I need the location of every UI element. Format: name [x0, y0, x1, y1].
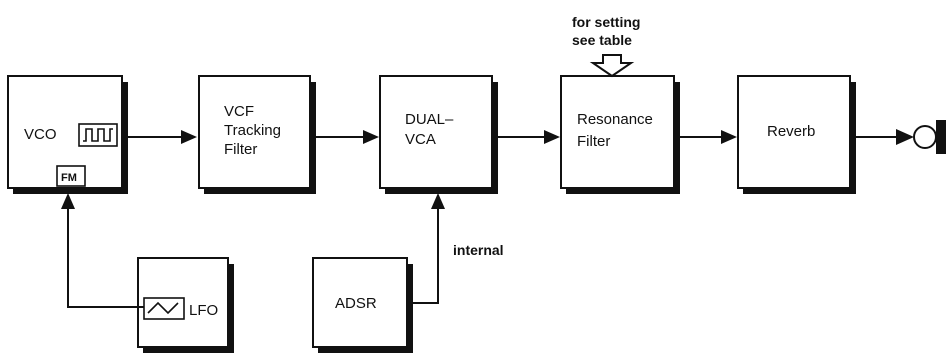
reverb-block: Reverb — [737, 75, 856, 194]
vcf-tracking-filter-block: VCF Tracking Filter — [198, 75, 316, 194]
adsr-label: ADSR — [335, 295, 377, 312]
wire-adsr-to-dual-vca — [413, 193, 445, 304]
resonance-label-line1: Resonance — [577, 111, 653, 128]
dual-vca-label-line2: VCA — [405, 131, 436, 148]
dual-vca-block: DUAL– VCA — [379, 75, 498, 194]
vco-label: VCO — [24, 126, 57, 143]
wire-lfo-to-fm — [61, 193, 144, 308]
dual-vca-label-line1: DUAL– — [405, 111, 454, 128]
wire-vcf-to-dual-vca — [316, 130, 379, 144]
lfo-label: LFO — [189, 302, 218, 319]
wire-reverb-to-output — [856, 129, 914, 145]
vcf-label-line1: VCF — [224, 103, 254, 120]
reverb-label: Reverb — [767, 123, 815, 140]
wire-dual-vca-to-resonance — [498, 130, 560, 144]
square-wave-icon — [78, 123, 118, 147]
sine-wave-icon — [143, 297, 185, 320]
output-jack-icon — [913, 120, 946, 154]
adsr-block: ADSR — [312, 257, 413, 353]
setting-input-arrow-icon — [589, 54, 635, 78]
wire-resonance-to-reverb — [680, 130, 737, 144]
wire-vco-to-vcf — [128, 130, 197, 144]
internal-label: internal — [453, 242, 504, 258]
fm-input: FM — [56, 165, 86, 187]
resonance-filter-block: Resonance Filter — [560, 75, 680, 194]
lfo-block: LFO — [137, 257, 234, 353]
vcf-label-line3: Filter — [224, 141, 257, 158]
setting-note-line1: for setting — [572, 14, 640, 30]
resonance-label-line2: Filter — [577, 133, 610, 150]
vco-block: VCO FM — [7, 75, 128, 194]
setting-note-line2: see table — [572, 32, 632, 48]
fm-label: FM — [61, 172, 77, 184]
vcf-label-line2: Tracking — [224, 122, 281, 139]
